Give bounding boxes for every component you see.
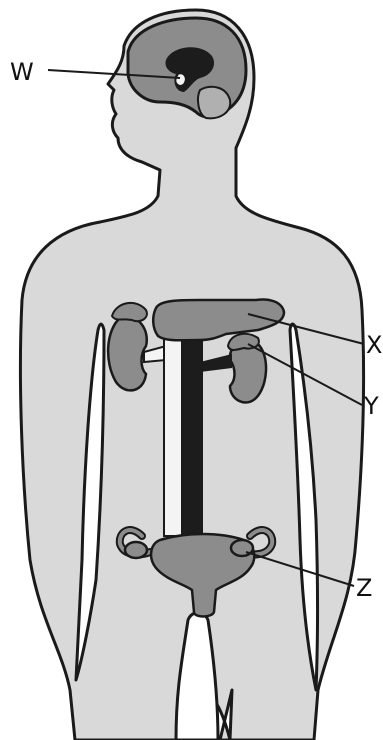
aorta: [182, 330, 202, 536]
label-y: Y: [363, 392, 379, 420]
vena-cava: [164, 330, 182, 536]
left-ovary: [125, 542, 147, 558]
label-z: Z: [356, 574, 372, 602]
cerebellum: [198, 87, 230, 118]
left-kidney: [108, 317, 147, 391]
pituitary-gland: [176, 74, 186, 86]
label-x: X: [366, 331, 382, 359]
label-w: W: [10, 58, 34, 86]
